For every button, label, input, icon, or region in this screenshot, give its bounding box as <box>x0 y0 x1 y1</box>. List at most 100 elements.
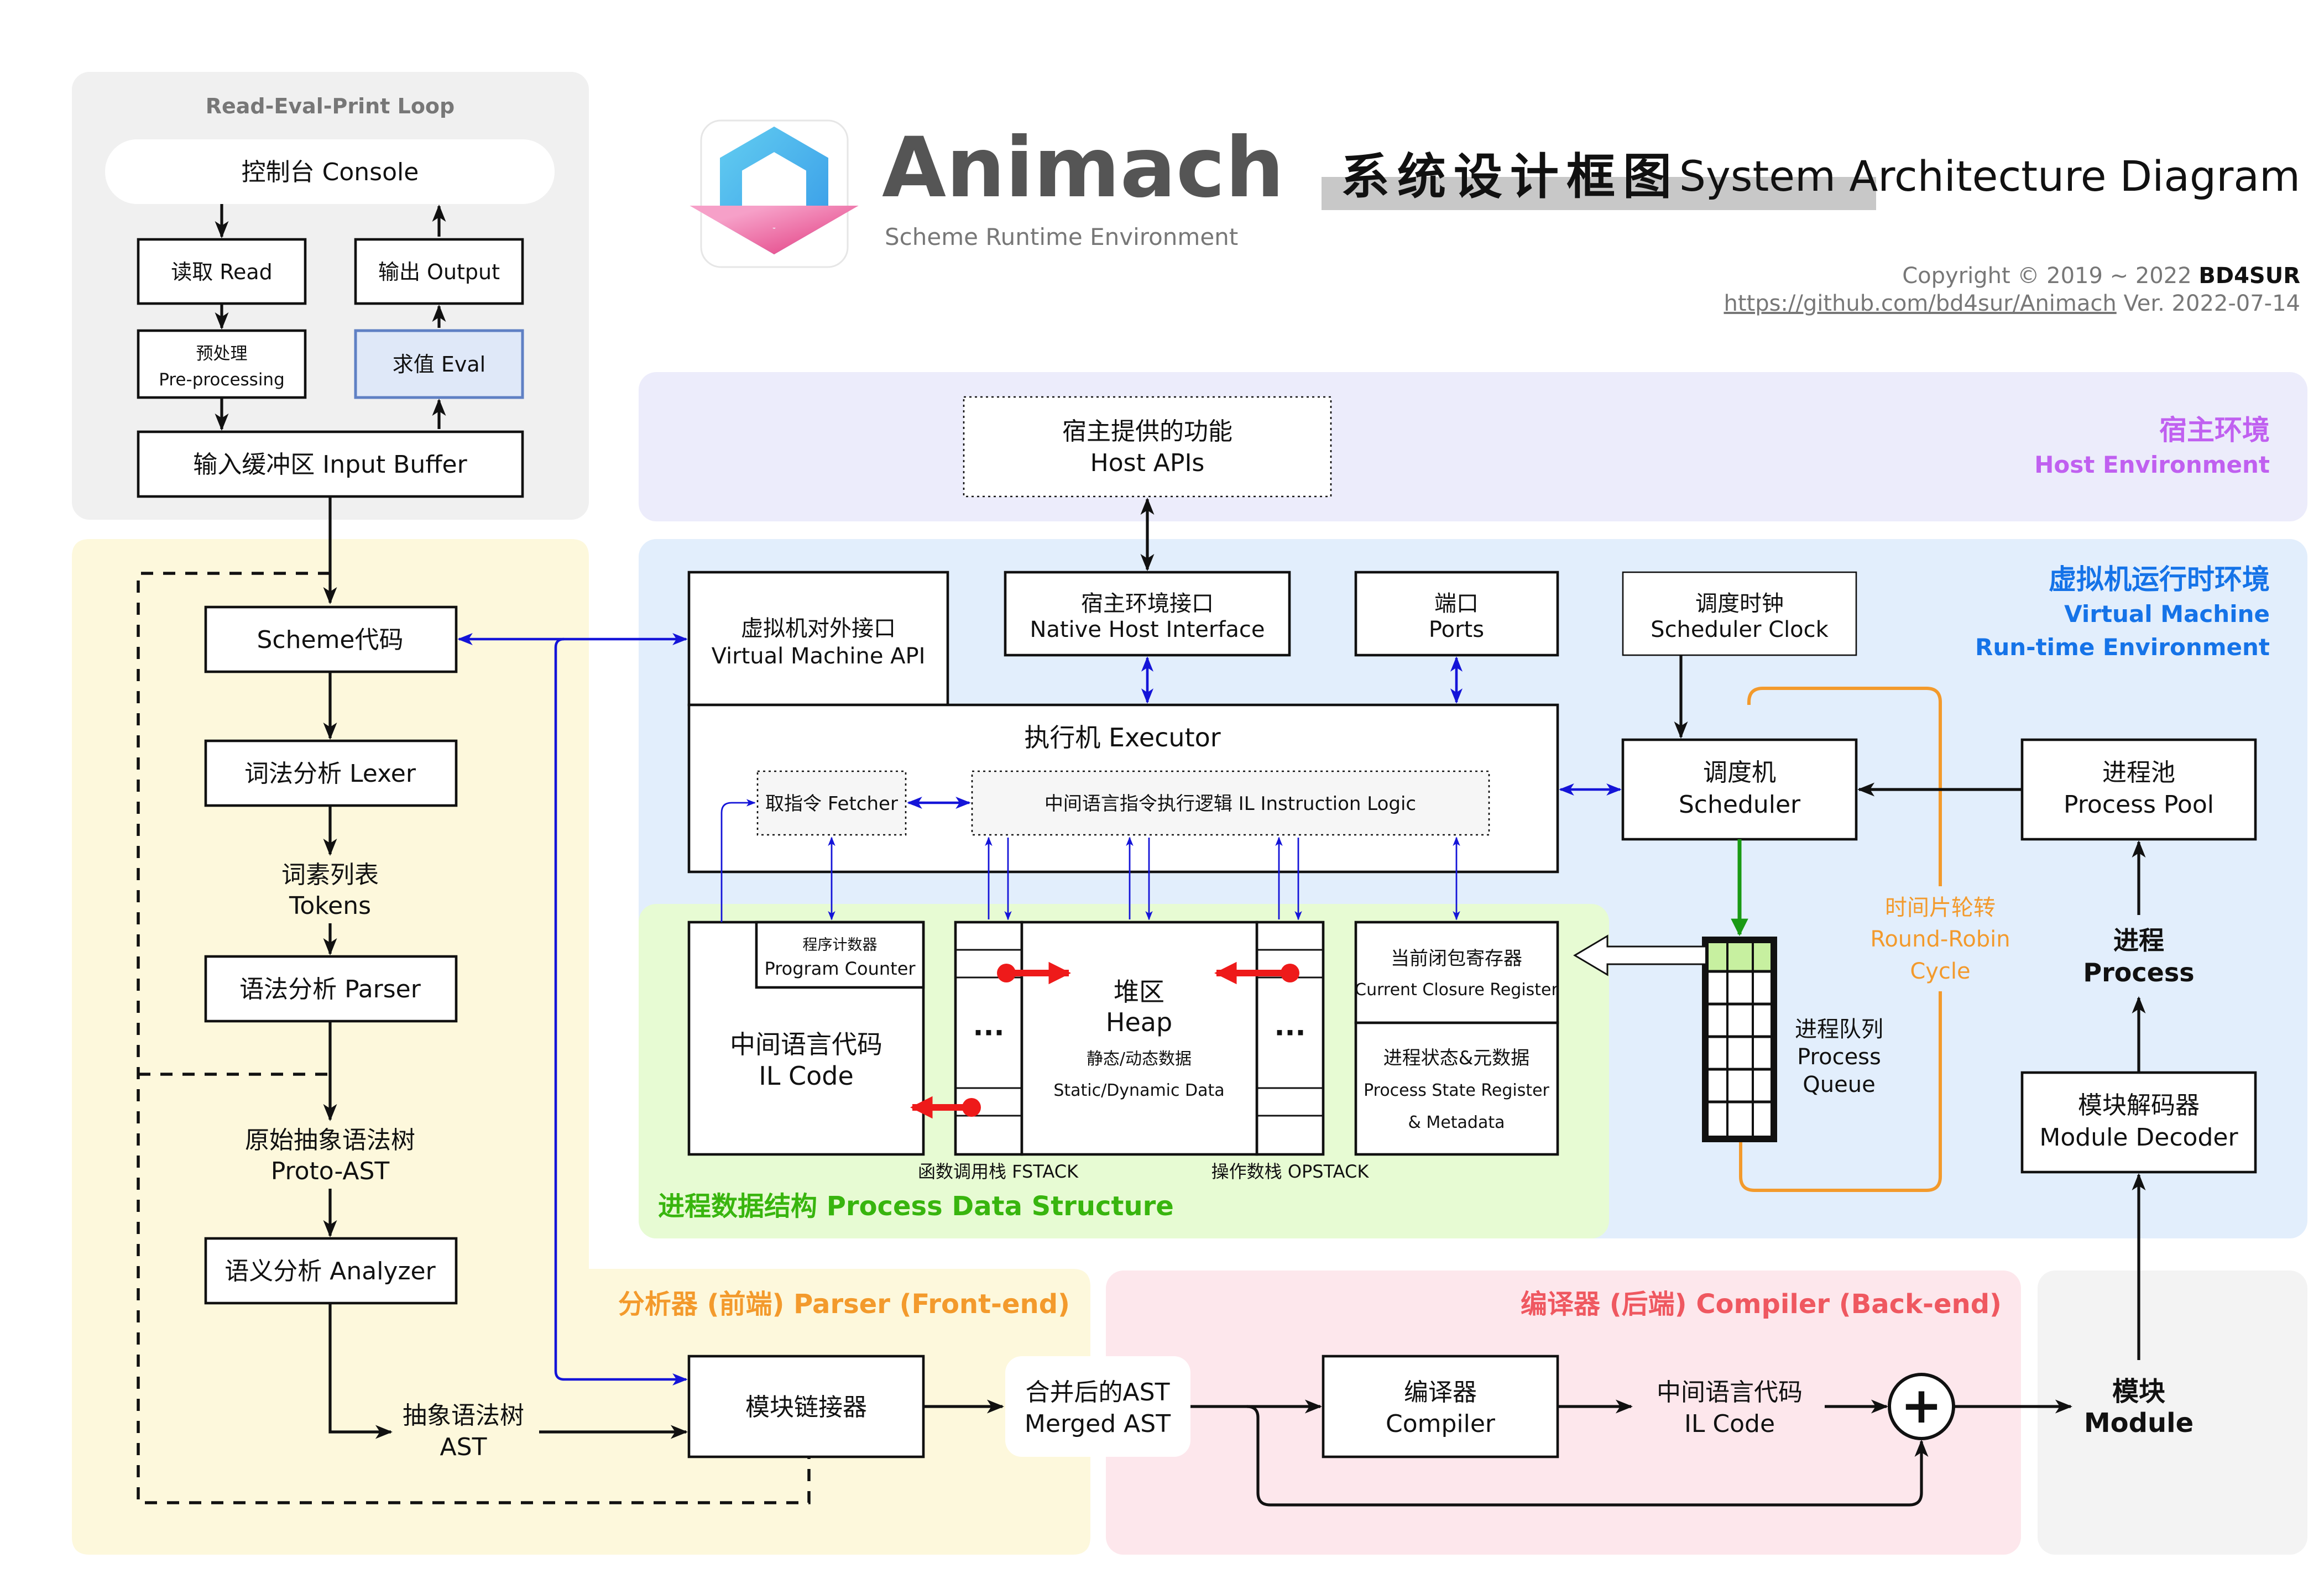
host-region <box>639 372 2307 521</box>
program-counter-en: Program Counter <box>764 958 916 979</box>
closure-register-box <box>1354 921 1559 1024</box>
scheduler-clock-box <box>1622 571 1857 656</box>
proto-ast-cn: 原始抽象语法树 <box>245 1126 415 1154</box>
merged-ast-cn: 合并后的AST <box>1026 1378 1170 1407</box>
module-cn: 模块 <box>2112 1376 2165 1407</box>
fetcher-box <box>756 770 907 836</box>
logo-subtitle: Scheme Runtime Environment <box>885 223 1238 250</box>
fstack-ellipsis: ··· <box>973 1017 1005 1049</box>
scheduler-cn: 调度机 <box>1703 759 1776 787</box>
il-code-cn: 中间语言代码 <box>730 1029 882 1059</box>
closure-register-en: Current Closure Register <box>1355 980 1558 1000</box>
pds-title: 进程数据结构 Process Data Structure <box>658 1191 1174 1222</box>
round-robin-en1: Round-Robin <box>1870 927 2010 952</box>
red-pointer-arrows <box>910 961 1299 1119</box>
closure-register-cn: 当前闭包寄存器 <box>1391 948 1522 970</box>
scheme-code-box <box>204 605 458 673</box>
state-register-box <box>1354 1021 1559 1156</box>
state-register-en1: Process State Register <box>1364 1081 1549 1100</box>
backend-il-en: IL Code <box>1684 1410 1775 1438</box>
backend-title: 编译器 (后端) Compiler (Back-end) <box>1521 1289 2002 1320</box>
host-apis-en: Host APIs <box>1090 449 1205 477</box>
vm-api-cn: 虚拟机对外接口 <box>741 616 896 641</box>
compiler-box <box>1322 1355 1559 1458</box>
author-name: BD4SUR <box>2198 263 2300 289</box>
console-box <box>105 139 555 204</box>
state-register-en2: & Metadata <box>1408 1113 1505 1132</box>
copyright-line: Copyright © 2019 ~ 2022 BD4SUR <box>1902 263 2300 289</box>
opstack-ellipsis: ··· <box>1275 1017 1306 1049</box>
round-robin-label-bg <box>1869 886 2012 991</box>
fstack <box>954 921 1023 1156</box>
host-title-cn: 宿主环境 <box>2159 414 2270 446</box>
native-host-cn: 宿主环境接口 <box>1081 591 1214 616</box>
app-logo <box>690 119 859 268</box>
heap-en: Heap <box>1106 1007 1172 1037</box>
module-linker-label: 模块链接器 <box>745 1393 867 1421</box>
repo-link[interactable]: https://github.com/bd4sur/Animach <box>1724 291 2116 316</box>
state-register-cn: 进程状态&元数据 <box>1383 1047 1530 1069</box>
repl-title: Read-Eval-Print Loop <box>206 94 455 118</box>
heap-box <box>1020 921 1258 1156</box>
logo-name: Animach <box>882 120 1284 216</box>
tokens-cn: 词素列表 <box>281 861 379 889</box>
queue-to-pds-arrow <box>1573 934 1705 976</box>
output-label: 输出 Output <box>378 260 500 284</box>
host-apis-box <box>963 396 1332 498</box>
read-box <box>137 238 307 305</box>
preprocess-box <box>137 329 307 399</box>
heap-sub-cn: 静态/动态数据 <box>1087 1049 1192 1069</box>
process-queue-en2: Queue <box>1803 1072 1875 1097</box>
ast-en: AST <box>440 1433 487 1461</box>
module-process-arrows <box>1674 655 2146 1360</box>
program-counter-cn: 程序计数器 <box>803 937 878 954</box>
heap-sub-en: Static/Dynamic Data <box>1053 1081 1224 1100</box>
vm-api-box <box>687 571 949 707</box>
process-pool-cn: 进程池 <box>2102 759 2175 787</box>
preprocess-label-cn: 预处理 <box>196 344 248 364</box>
merged-ast-bg <box>1005 1356 1190 1457</box>
eval-box <box>354 329 524 399</box>
module-decoder-box <box>2020 1071 2257 1174</box>
process-pool-en: Process Pool <box>2064 791 2214 819</box>
il-code-en: IL Code <box>759 1061 854 1091</box>
scheduler-en: Scheduler <box>1679 791 1801 819</box>
module-linker-box <box>687 1355 925 1458</box>
console-label: 控制台 Console <box>242 158 419 186</box>
scheduler-clock-cn: 调度时钟 <box>1695 591 1784 616</box>
heap-cn: 堆区 <box>1114 977 1164 1007</box>
combine-plus: + <box>1900 1377 1942 1435</box>
scheduler-box <box>1621 738 1858 841</box>
version-line: https://github.com/bd4sur/Animach Ver. 2… <box>1724 291 2300 316</box>
proto-ast-en: Proto-AST <box>271 1157 390 1185</box>
module-decoder-en: Module Decoder <box>2039 1123 2238 1152</box>
read-label: 读取 Read <box>171 260 273 284</box>
eval-label: 求值 Eval <box>393 352 485 377</box>
title-en: System Architecture Diagram <box>1679 151 2300 201</box>
module-en: Module <box>2084 1408 2194 1439</box>
frontend-arrows <box>323 672 1005 1439</box>
backend-region <box>1106 1270 2021 1555</box>
round-robin-en2: Cycle <box>1910 959 1970 984</box>
native-host-box <box>1004 571 1291 657</box>
process-queue-cn: 进程队列 <box>1795 1017 1883 1042</box>
opstack <box>1255 921 1325 1156</box>
host-apis-cn: 宿主提供的功能 <box>1062 417 1232 446</box>
frontend-title: 分析器 (前端) Parser (Front-end) <box>618 1289 1070 1320</box>
tokens-en: Tokens <box>289 892 371 920</box>
executor-label: 执行机 Executor <box>1024 723 1220 752</box>
fetcher-label: 取指令 Fetcher <box>765 793 898 815</box>
copyright-text: Copyright © 2019 ~ 2022 <box>1902 263 2191 289</box>
output-box <box>354 238 524 305</box>
process-cn: 进程 <box>2113 926 2164 955</box>
merged-ast-en: Merged AST <box>1025 1410 1171 1438</box>
scheme-code-label: Scheme代码 <box>257 626 403 654</box>
repl-arrows <box>215 204 446 605</box>
process-en: Process <box>2083 958 2194 987</box>
fstack-label: 函数调用栈 FSTACK <box>918 1161 1079 1182</box>
scheduler-clock-en: Scheduler Clock <box>1651 617 1829 642</box>
parser-box <box>204 955 458 1023</box>
ast-cn: 抽象语法树 <box>403 1402 524 1430</box>
